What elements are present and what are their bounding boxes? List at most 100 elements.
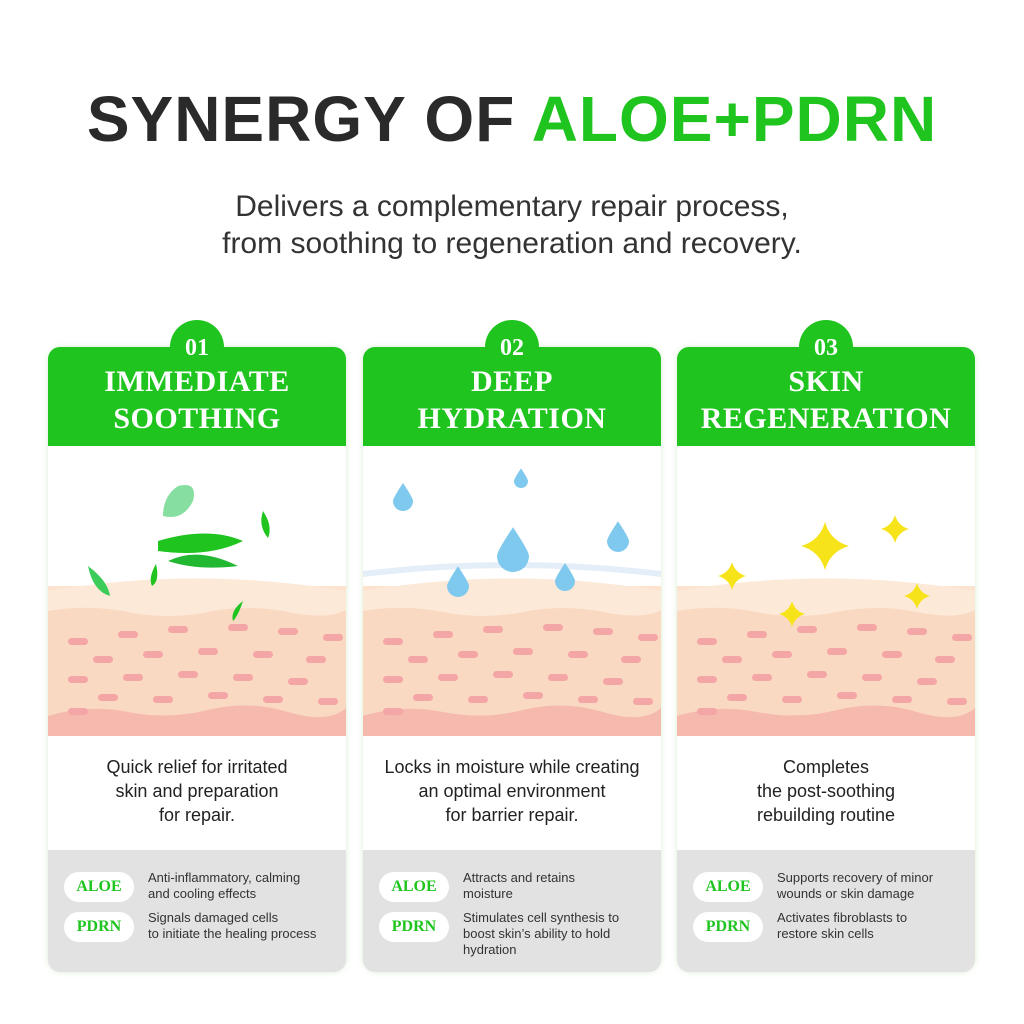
water-drop — [555, 563, 575, 591]
skin-cell — [892, 696, 912, 703]
skin-cell — [772, 651, 792, 658]
skin-cell — [318, 698, 338, 705]
skin-cell — [603, 678, 623, 685]
skin-cell — [621, 656, 641, 663]
skin-cell — [68, 638, 88, 645]
skin-cell — [935, 656, 955, 663]
skin-cell — [947, 698, 967, 705]
skin-cell — [727, 694, 747, 701]
skin-cell — [807, 671, 827, 678]
skin-cell — [722, 656, 742, 663]
skin-cell — [278, 628, 298, 635]
skin-cell — [578, 696, 598, 703]
water-drop — [393, 483, 413, 511]
skin-cell — [68, 676, 88, 683]
subtitle: Delivers a complementary repair process,… — [222, 190, 802, 260]
skin-cell — [543, 624, 563, 631]
skin-cell — [633, 698, 653, 705]
skin-cell — [438, 674, 458, 681]
sparkle — [779, 601, 805, 627]
ingredient-tag: ALOE — [379, 872, 449, 902]
skin-cell — [593, 628, 613, 635]
step-number: 03 — [814, 335, 838, 361]
skin-cell — [493, 671, 513, 678]
water-drop — [497, 527, 529, 572]
skin-cell — [98, 694, 118, 701]
skin-cell — [233, 674, 253, 681]
skin-cell — [827, 648, 847, 655]
skin-cell — [263, 696, 283, 703]
skin-cell — [123, 674, 143, 681]
ingredient-tag: PDRN — [379, 912, 449, 942]
ingredient-tag: PDRN — [693, 912, 763, 942]
skin-cell — [153, 696, 173, 703]
water-drops-icon — [363, 468, 661, 736]
skin-cell — [383, 708, 403, 715]
water-drop — [514, 468, 528, 488]
skin-cell — [118, 631, 138, 638]
water-drop — [447, 566, 469, 597]
skin-cell — [483, 626, 503, 633]
skin-cell — [468, 696, 488, 703]
skin-cell — [413, 694, 433, 701]
skin-cell — [752, 674, 772, 681]
step-number: 01 — [185, 335, 209, 361]
skin-cell — [208, 692, 228, 699]
skin-cell — [253, 651, 273, 658]
skin-cell — [306, 656, 326, 663]
ingredient-tag: ALOE — [693, 872, 763, 902]
skin-cell — [782, 696, 802, 703]
ingredient-tag: PDRN — [64, 912, 134, 942]
skin-cell — [548, 674, 568, 681]
skin-cell — [383, 676, 403, 683]
skin-cell — [383, 638, 403, 645]
leaves-icon — [48, 485, 346, 736]
skin-cell — [288, 678, 308, 685]
skin-cell — [862, 674, 882, 681]
skin-cell — [513, 648, 533, 655]
skin-cell — [797, 626, 817, 633]
skin-cell — [747, 631, 767, 638]
skin-cell — [523, 692, 543, 699]
ingredient-tag: ALOE — [64, 872, 134, 902]
sparkle — [801, 522, 849, 570]
skin-cell — [68, 708, 88, 715]
skin-cell — [697, 638, 717, 645]
skin-cell — [697, 676, 717, 683]
step-number: 02 — [500, 335, 524, 361]
skin-cell — [93, 656, 113, 663]
skin-cell — [228, 624, 248, 631]
skin-cell — [408, 656, 428, 663]
skin-cell — [882, 651, 902, 658]
skin-cell — [458, 651, 478, 658]
skin-cell — [907, 628, 927, 635]
skin-cell — [323, 634, 343, 641]
water-drop — [607, 521, 629, 552]
skin-cell — [857, 624, 877, 631]
skin-cell — [433, 631, 453, 638]
skin-cell — [697, 708, 717, 715]
